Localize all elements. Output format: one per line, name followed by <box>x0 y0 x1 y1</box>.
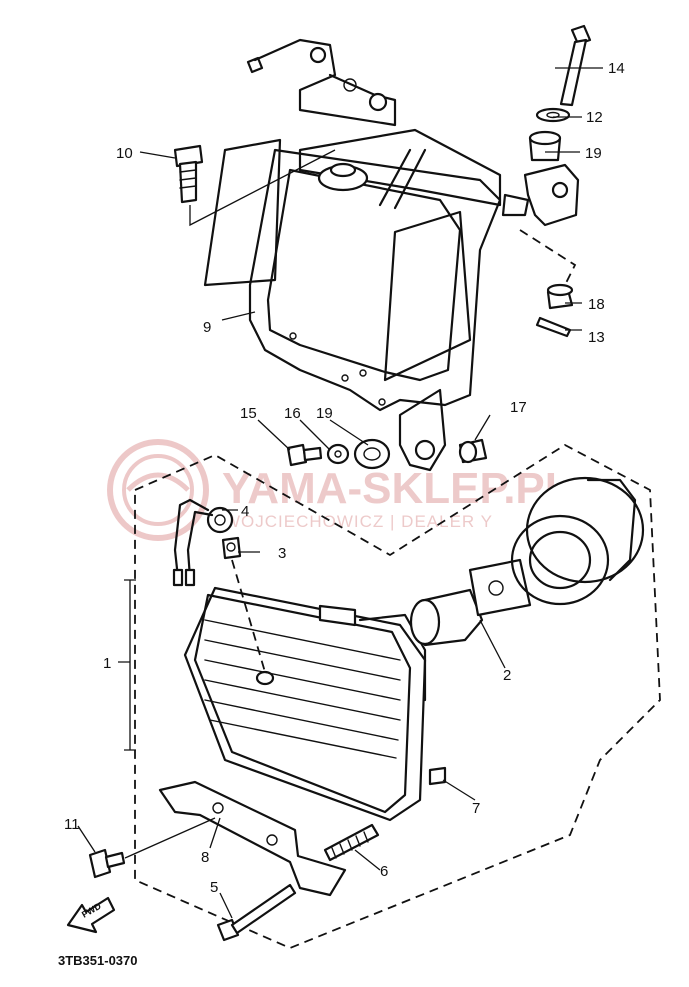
watermark: YAMA-SKLEP.PL WOJCIECHOWICZ | DEALER Y <box>107 439 572 541</box>
callout-2: 2 <box>503 667 511 684</box>
stay-front-plate <box>383 210 472 382</box>
bolt-10 <box>173 144 336 227</box>
bolt-14 <box>559 24 592 107</box>
grommet-19-lower <box>353 438 391 470</box>
wire-terminal-2 <box>184 568 196 587</box>
callout-leaders <box>77 67 603 919</box>
position-socket-4 <box>172 498 234 587</box>
stay-stud <box>246 56 264 74</box>
collar-18 <box>546 283 574 310</box>
bracket-8 <box>158 780 347 897</box>
position-bulb-3 <box>221 536 242 560</box>
headlight-bulb-2 <box>409 558 532 647</box>
grommet-19-upper <box>528 130 562 162</box>
side-mount-collar <box>501 193 530 217</box>
headlight-stay-assembly <box>203 38 502 472</box>
headlight-lens <box>193 593 412 814</box>
stay-frame-inner <box>266 168 462 382</box>
side-mount-hole <box>551 181 569 199</box>
position-wire-1 <box>173 498 210 580</box>
position-lamp <box>172 498 266 673</box>
headlight-assembly-boundary <box>134 443 661 949</box>
fwd-arrow: FWD <box>66 896 116 934</box>
callout-9: 9 <box>203 319 211 336</box>
position-wire-2 <box>186 510 214 580</box>
callout-15: 15 <box>240 405 257 422</box>
bolt-11 <box>88 848 126 879</box>
lower-adjuster <box>88 780 380 942</box>
callout-12: 12 <box>586 109 603 126</box>
stay-cross-bar <box>298 128 502 207</box>
callout-8: 8 <box>201 849 209 866</box>
headlight-unit <box>183 586 447 822</box>
callout-19-lower: 19 <box>316 405 333 422</box>
side-mount-bracket <box>523 163 580 227</box>
washer-16 <box>326 443 350 465</box>
callout-6: 6 <box>380 863 388 880</box>
watermark-brand: YAMA-SKLEP.PL <box>222 464 572 513</box>
stay-lower-tab <box>398 388 447 472</box>
callout-11: 11 <box>64 816 80 833</box>
callout-13: 13 <box>588 329 605 346</box>
stay-grommet-mid <box>343 78 357 92</box>
callout-5: 5 <box>210 879 218 896</box>
stay-strap-2 <box>393 148 427 210</box>
callout-4: 4 <box>241 503 249 520</box>
headlight-housing <box>183 586 427 822</box>
screw-5 <box>216 883 297 942</box>
callout-10: 10 <box>116 145 133 162</box>
callout-17: 17 <box>510 399 527 416</box>
callout-19-upper: 19 <box>585 145 602 162</box>
callout-18: 18 <box>588 296 605 313</box>
callout-14: 14 <box>608 60 625 77</box>
bulb-socket-cover <box>510 476 645 606</box>
side-mount-group <box>501 24 592 338</box>
stay-frame-left-plate <box>203 138 282 287</box>
callout-1: 1 <box>103 655 111 672</box>
stay-strap <box>378 148 412 207</box>
stay-lower-hole <box>414 439 436 461</box>
collar-17 <box>458 438 488 464</box>
lower-fasteners <box>286 438 488 470</box>
washer-12 <box>535 107 571 123</box>
bulb-3-guide <box>231 559 266 673</box>
side-mount-guide <box>519 229 577 286</box>
stay-top-hole <box>309 46 327 64</box>
callout-labels: 14 12 19 10 18 13 9 15 16 19 17 4 3 1 2 … <box>64 60 625 896</box>
stay-grommet-top <box>368 92 388 112</box>
callout-7: 7 <box>472 800 480 817</box>
callout-16: 16 <box>284 405 301 422</box>
headlight-bulb-window <box>255 670 275 686</box>
watermark-logo <box>107 439 209 541</box>
clip-13 <box>535 316 572 338</box>
stay-top-grommet-hole <box>329 162 357 178</box>
spring-6 <box>323 823 380 862</box>
diagram-code: 3TB351-0370 <box>58 953 138 968</box>
callout-3: 3 <box>278 545 286 562</box>
stay-frame-outer <box>248 148 502 412</box>
screw-15 <box>286 443 323 467</box>
wire-terminal-1 <box>172 568 184 587</box>
nut-7 <box>428 766 447 786</box>
headlight-top-tab <box>318 604 357 627</box>
watermark-subtitle: WOJCIECHOWICZ | DEALER Y <box>224 512 493 531</box>
